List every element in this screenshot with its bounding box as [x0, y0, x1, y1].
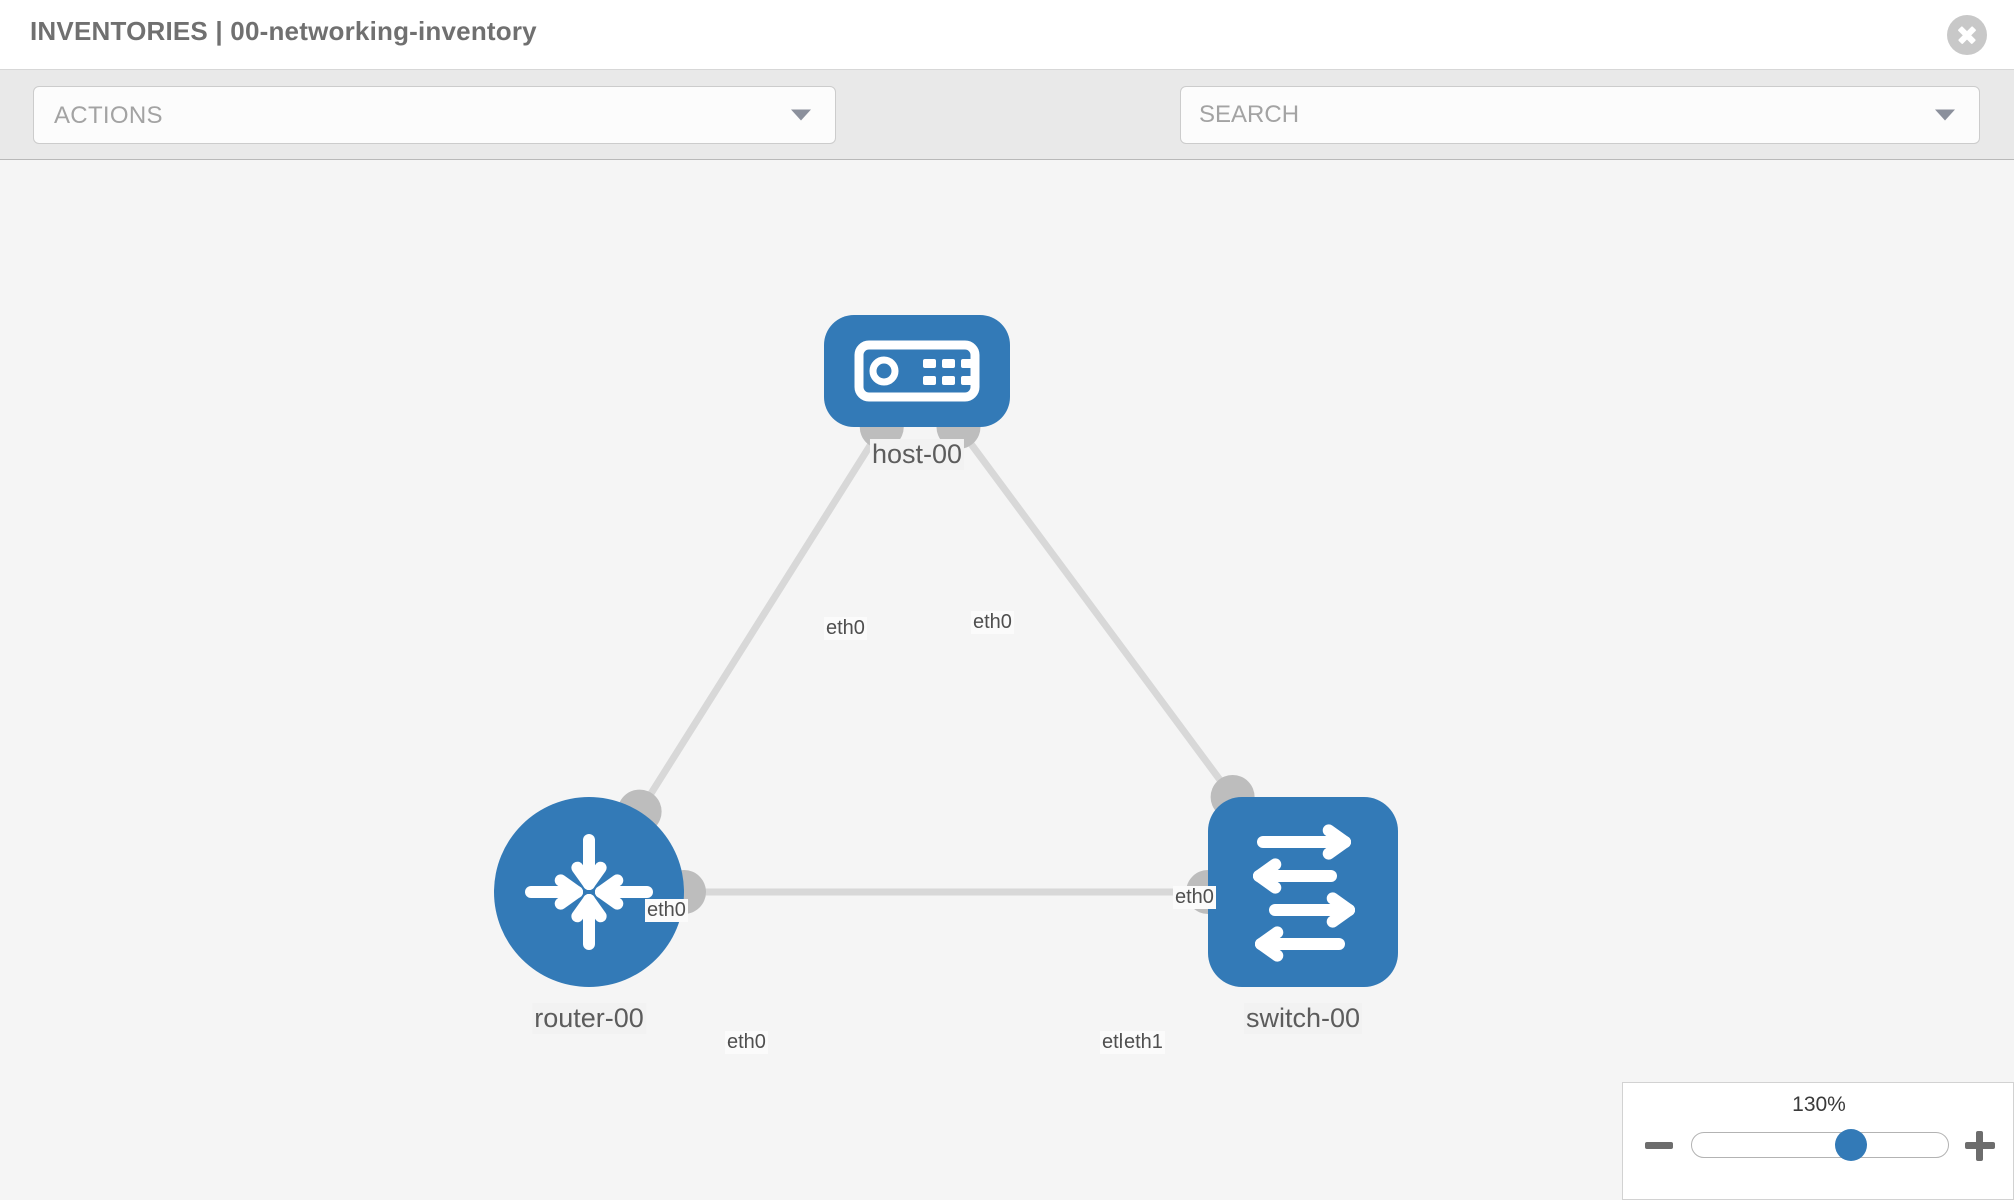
- topology-node-switch-00[interactable]: [1208, 797, 1398, 987]
- edge-port-label: eth0: [645, 899, 688, 922]
- search-field[interactable]: [1180, 86, 1980, 144]
- topology-nodes: [494, 315, 1398, 987]
- server-device-icon-dot: [961, 359, 974, 368]
- zoom-slider-thumb[interactable]: [1834, 1129, 1867, 1161]
- topology-canvas[interactable]: host-00 router-00 switch-00 eth0 eth0 eth0 eth…: [0, 161, 2014, 1200]
- topology-graph[interactable]: [0, 161, 2014, 1200]
- server-device-icon-led: [869, 356, 899, 386]
- edge-port-label: eth0: [824, 617, 867, 640]
- router-arrow-down-head-1: [571, 894, 595, 923]
- chevron-down-icon[interactable]: [1935, 109, 1955, 121]
- plus-icon-v: [1976, 1131, 1983, 1161]
- topology-edge[interactable]: [954, 423, 1237, 801]
- topology-node-shape[interactable]: [494, 797, 684, 987]
- server-device-icon-dot: [923, 359, 936, 368]
- edge-port-label: eth1: [1122, 1031, 1165, 1054]
- server-device-icon-dot: [923, 376, 936, 385]
- server-device-icon-dot: [942, 376, 955, 385]
- switch-arrow-4-head-1: [1255, 938, 1284, 962]
- server-device-icon-dot: [942, 359, 955, 368]
- node-label-switch-00: switch-00: [1243, 1003, 1363, 1034]
- topology-node-host-00[interactable]: [824, 315, 1010, 427]
- router-arrow-right-head-1: [554, 874, 583, 898]
- switch-arrows-icon: [1253, 824, 1355, 962]
- topology-edge[interactable]: [636, 423, 886, 816]
- close-icon[interactable]: [1947, 15, 1987, 55]
- server-device-icon-body: [854, 340, 980, 402]
- switch-arrow-1-head-1: [1322, 824, 1351, 848]
- node-label-router-00: router-00: [532, 1003, 646, 1034]
- zoom-control-panel: 130%: [1622, 1082, 2014, 1200]
- router-arrow-up-head-1: [583, 861, 607, 890]
- zoom-level-label: 130%: [1792, 1093, 1846, 1116]
- topology-node-shape[interactable]: [824, 315, 1010, 427]
- router-arrow-left-head-1: [595, 886, 624, 910]
- node-label-host-00: host-00: [869, 439, 965, 470]
- topology-node-router-00[interactable]: [494, 797, 684, 987]
- actions-dropdown-label: ACTIONS: [54, 102, 163, 129]
- zoom-out-button[interactable]: [1643, 1128, 1677, 1162]
- zoom-in-button[interactable]: [1963, 1128, 1997, 1162]
- toolbar: ACTIONS: [0, 70, 2014, 209]
- router-arrows-icon: [525, 834, 653, 950]
- switch-arrow-3-head-1: [1326, 892, 1355, 916]
- topology-node-shape[interactable]: [1208, 797, 1398, 987]
- edge-port-label: eth0: [725, 1031, 768, 1054]
- zoom-slider[interactable]: [1691, 1129, 1949, 1161]
- server-device-icon: [854, 340, 980, 402]
- topology-edges: [617, 405, 1255, 914]
- edge-port-label: eth0: [971, 611, 1014, 634]
- search-input[interactable]: [1199, 87, 1899, 143]
- page-title: INVENTORIES | 00-networking-inventory: [30, 16, 537, 46]
- server-device-icon-dot: [961, 376, 974, 385]
- page-header: INVENTORIES | 00-networking-inventory: [0, 0, 2014, 70]
- chevron-down-icon: [791, 109, 811, 121]
- minus-icon: [1645, 1142, 1673, 1149]
- actions-dropdown[interactable]: ACTIONS: [33, 86, 836, 144]
- edge-port-label: eth0: [1173, 886, 1216, 909]
- switch-arrow-2-head-1: [1253, 870, 1282, 894]
